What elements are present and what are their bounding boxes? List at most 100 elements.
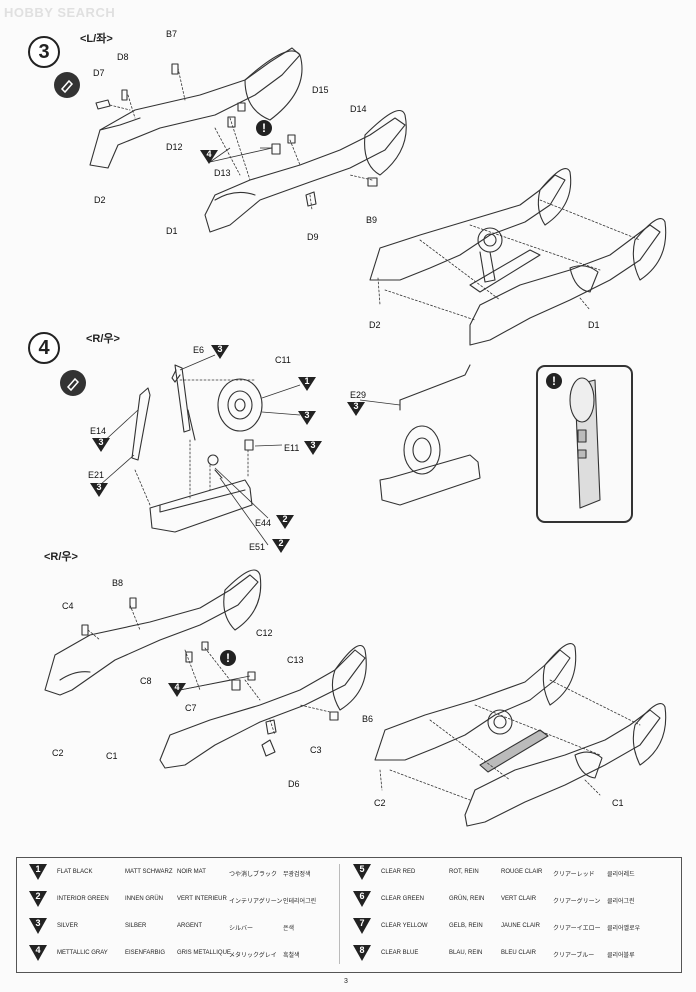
legend-en-name: CLEAR BLUE (381, 950, 419, 956)
part-label: D1 (588, 320, 600, 330)
legend-de-name: GELB, REIN (449, 923, 483, 929)
legend-en-name: CLEAR RED (381, 869, 416, 875)
legend-color-triangle: 8 (353, 945, 371, 961)
part-label: D9 (307, 232, 319, 242)
boom-half-d1-top (204, 110, 407, 233)
part-label: D2 (369, 320, 381, 330)
boom-half-c2 (44, 569, 262, 696)
assembled-boom-r (374, 643, 667, 827)
cement-glue-icon (60, 370, 86, 396)
part-label: C12 (256, 628, 273, 638)
legend-en-name: INTERIOR GREEN (57, 896, 109, 902)
legend-fr-name: VERT INTERIEUR (177, 896, 227, 902)
legend-fr-name: VERT CLAIR (501, 896, 537, 902)
legend-de-name: SILBER (125, 923, 147, 929)
part-label: C2 (52, 748, 64, 758)
part-label: C2 (374, 798, 386, 808)
part-label: D14 (350, 104, 367, 114)
legend-color-triangle: 6 (353, 891, 371, 907)
part-label: E14 (90, 426, 107, 436)
boom-half-d2-top (89, 47, 303, 169)
legend-kr-name: 흑철색 (283, 953, 300, 959)
part-label: E11 (284, 443, 300, 453)
part-label: C4 (62, 601, 74, 611)
part-label: C7 (185, 703, 197, 713)
part-label: B7 (166, 29, 178, 39)
caution-icon: ! (220, 650, 236, 666)
legend-color-triangle: 4 (29, 945, 47, 961)
part-label: C3 (310, 745, 322, 755)
landing-gear-assembled (379, 364, 481, 506)
step-3-side-label: <L/좌> (80, 33, 113, 45)
watermark: HOBBY SEARCH (4, 5, 116, 20)
part-label: C11 (275, 355, 291, 365)
color-badge: 4 (168, 682, 186, 697)
color-badge: 3 (90, 482, 108, 497)
step-number-3: 3 (28, 36, 60, 68)
part-label: C13 (287, 655, 304, 665)
assembled-boom-step3 (369, 168, 667, 346)
legend-kr-name: 클리어블루 (607, 953, 635, 959)
legend-fr-name: NOIR MAT (177, 869, 206, 875)
step-number-4: 4 (28, 332, 60, 364)
legend-kr-name: 무광검정색 (283, 872, 311, 878)
part-label: D6 (288, 779, 300, 789)
legend-en-name: CLEAR GREEN (381, 896, 425, 902)
legend-color-triangle: 1 (29, 864, 47, 880)
legend-kr-name: 클리어그린 (607, 899, 635, 905)
legend-fr-name: ROUGE CLAIR (501, 869, 543, 875)
legend-fr-name: ARGENT (177, 923, 203, 929)
color-badge: 3 (347, 401, 365, 416)
part-b7 (171, 63, 179, 75)
legend-divider (339, 864, 340, 964)
legend-kr-name: 은색 (283, 926, 295, 932)
color-badge: 2 (276, 514, 294, 529)
legend-color-triangle: 2 (29, 891, 47, 907)
legend-en-name: FLAT BLACK (57, 869, 93, 875)
part-label: D13 (214, 168, 231, 178)
color-badge: 4 (200, 149, 218, 164)
part-label: C1 (612, 798, 624, 808)
legend-jp-name: シルバー (229, 926, 254, 932)
color-badge: 1 (298, 376, 316, 391)
page-number: 3 (344, 978, 348, 985)
legend-kr-name: 클리어레드 (607, 872, 635, 878)
part-label: D15 (312, 85, 329, 95)
color-badge: 3 (211, 344, 229, 359)
color-badge: 3 (92, 437, 110, 452)
legend-de-name: ROT, REIN (449, 869, 479, 875)
legend-jp-name: クリアーレッド (553, 872, 595, 878)
legend-jp-name: インテリアグリーン (229, 899, 283, 905)
part-label: C1 (106, 751, 118, 761)
part-label: E21 (88, 470, 105, 480)
legend-kr-name: 클리어옐로우 (607, 926, 641, 932)
legend-de-name: INNEN GRÜN (125, 896, 164, 902)
legend-de-name: EISENFARBIG (125, 950, 166, 956)
part-label: D12 (166, 142, 183, 152)
landing-gear-exploded (131, 364, 263, 533)
legend-color-triangle: 5 (353, 864, 371, 880)
part-label: D2 (94, 195, 106, 205)
legend-jp-name: メタリックグレイ (229, 953, 277, 959)
caution-icon: ! (256, 120, 272, 136)
legend-color-triangle: 7 (353, 918, 371, 934)
legend-color-triangle: 3 (29, 918, 47, 934)
legend-kr-name: 인테리어그린 (283, 899, 317, 905)
legend-jp-name: つや消しブラック (229, 872, 278, 878)
legend-en-name: CLEAR YELLOW (381, 923, 428, 929)
cement-glue-icon (54, 72, 80, 98)
legend-en-name: SILVER (57, 923, 78, 929)
legend-fr-name: JAUNE CLAIR (501, 923, 541, 929)
step-4-side-label: <R/우> (86, 333, 120, 345)
part-label: E51 (249, 542, 266, 552)
part-label: B8 (112, 578, 124, 588)
color-badge: 3 (304, 440, 322, 455)
part-label: E44 (255, 518, 272, 528)
caution-icon: ! (546, 373, 562, 389)
r-section-label: <R/우> (44, 551, 78, 563)
legend-jp-name: クリアーグリーン (553, 899, 601, 905)
detail-strut (569, 377, 601, 509)
boom-half-c1 (159, 645, 367, 769)
